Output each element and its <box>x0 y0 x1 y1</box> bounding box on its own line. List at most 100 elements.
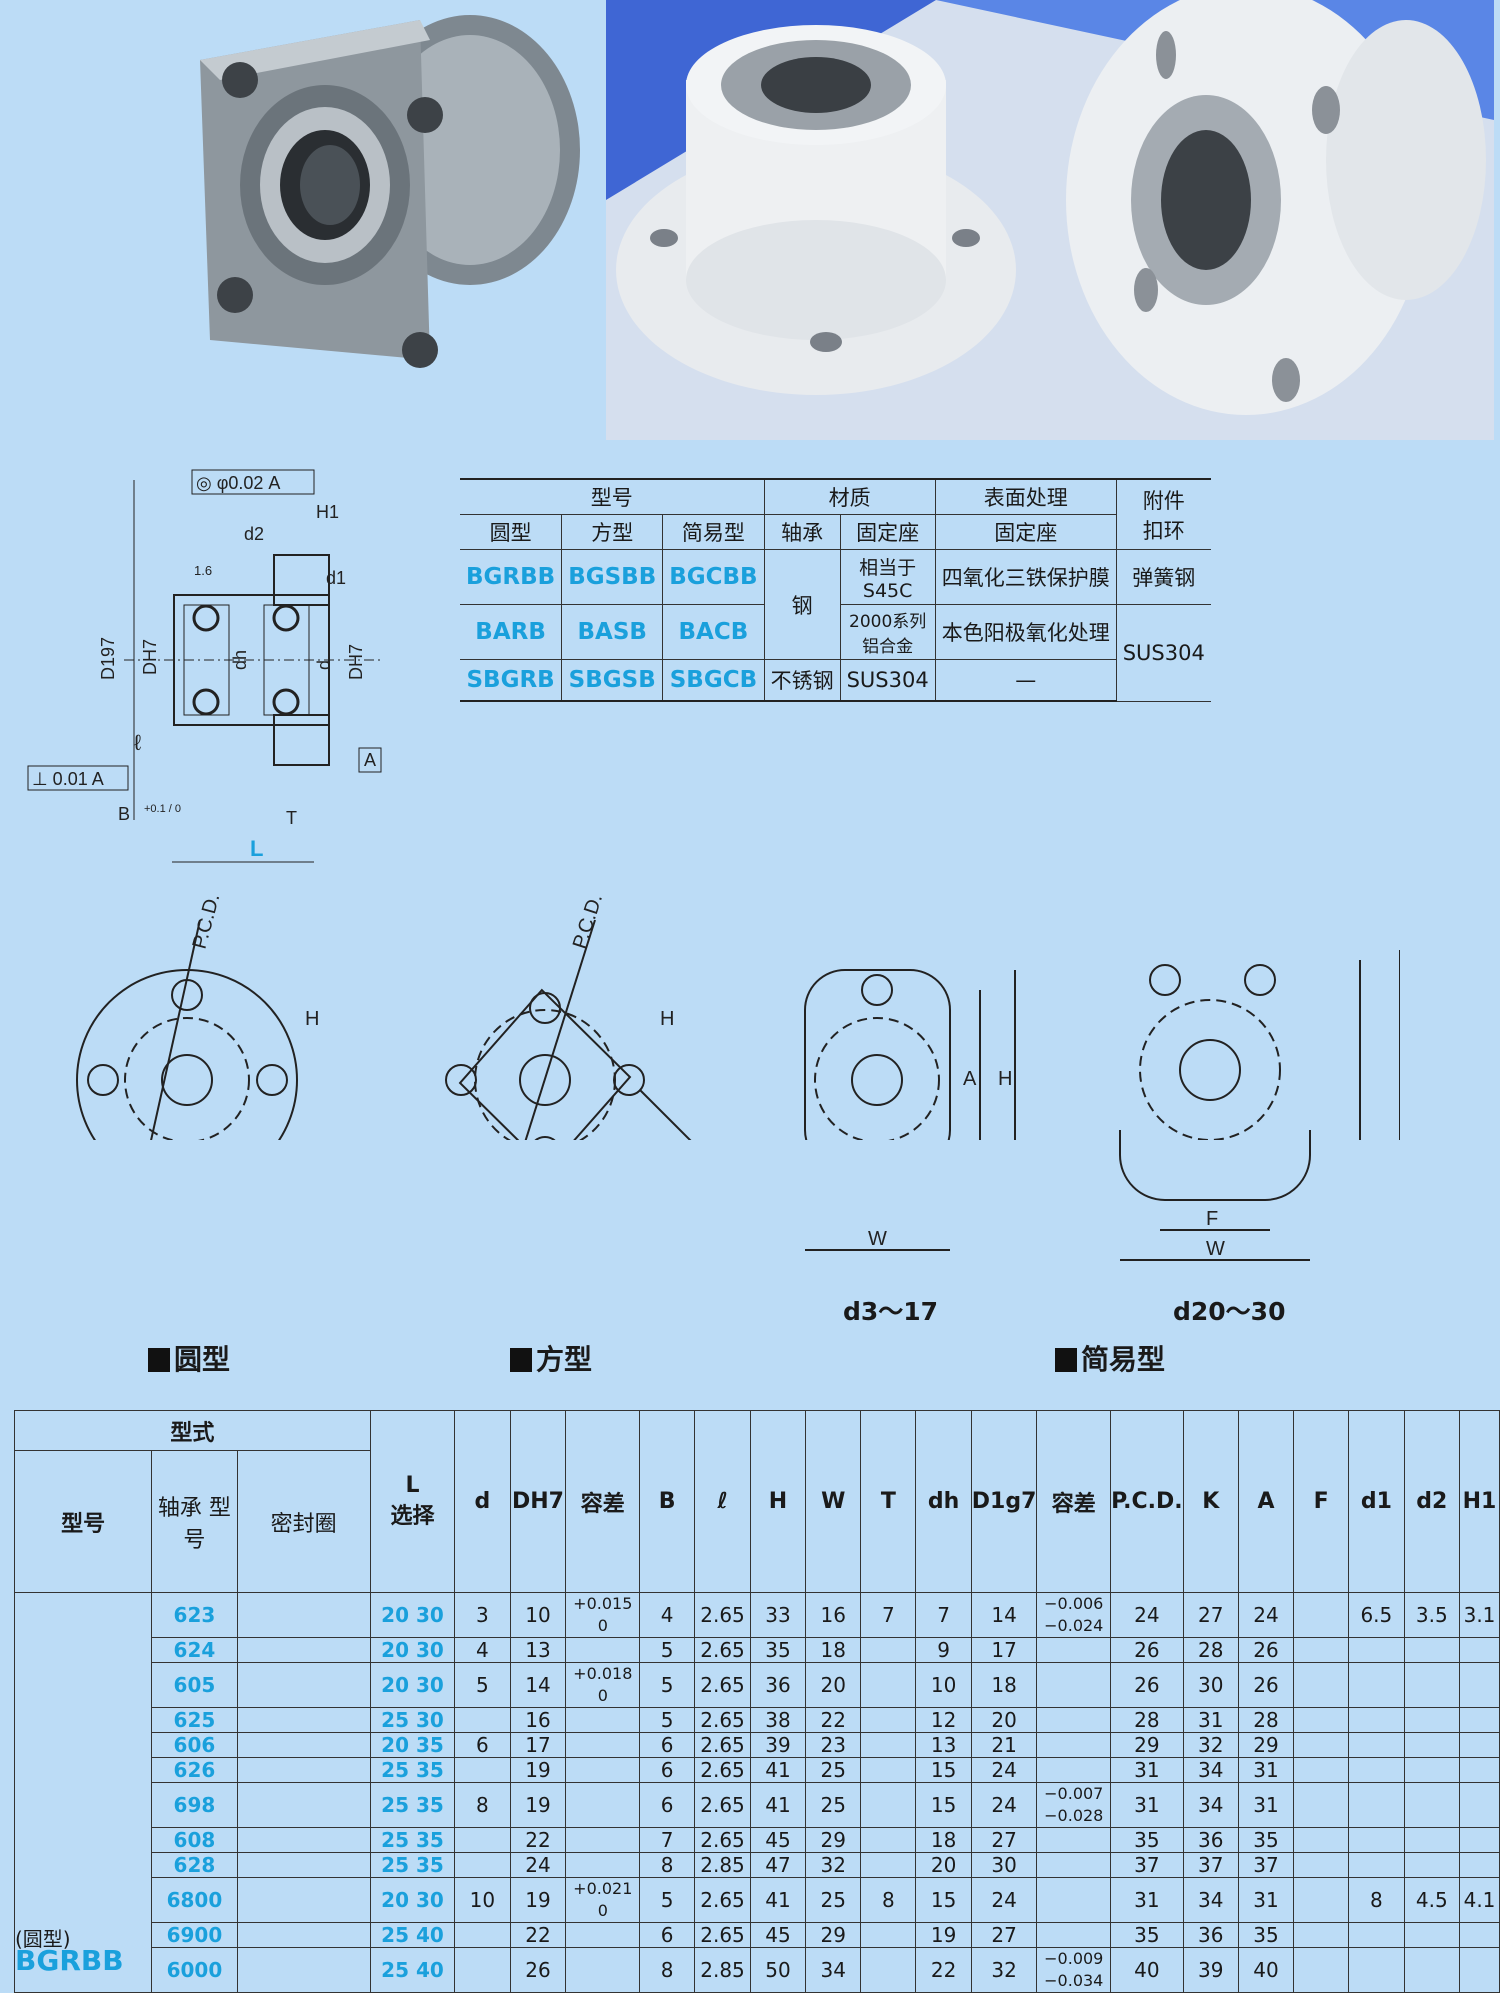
d2-label: d2 <box>244 524 264 544</box>
cell-ell: 2.85 <box>694 1852 751 1878</box>
b-tolerance-label: +0.1 / 0 <box>144 803 181 815</box>
cell-bearing[interactable]: 6000 <box>151 1947 238 1993</box>
cell-k: 28 <box>1182 1637 1239 1663</box>
cell-w: 20 <box>805 1662 862 1708</box>
cell-seal <box>236 1662 371 1708</box>
cell-c1 <box>1348 1922 1405 1948</box>
cell-tol <box>565 1827 641 1853</box>
cell-bearing[interactable]: 623 <box>151 1592 238 1638</box>
section-square: 方型 <box>510 1338 592 1378</box>
a-label-small: A <box>963 1068 977 1090</box>
cell-l[interactable]: 25 30 <box>369 1707 456 1733</box>
cell-l[interactable]: 20 30 <box>369 1637 456 1663</box>
cell-c3 <box>1459 1782 1500 1828</box>
cell-h: 33 <box>749 1592 807 1638</box>
cell-f <box>1293 1782 1350 1828</box>
h-label-round: H <box>305 1008 319 1030</box>
cell-h: 35 <box>749 1637 807 1663</box>
code-bacb[interactable]: BACB <box>662 604 765 660</box>
cell-tol <box>565 1637 641 1663</box>
cell-dh: 10 <box>915 1662 972 1708</box>
cell-l[interactable]: 25 40 <box>369 1922 456 1948</box>
code-sbgcb[interactable]: SBGCB <box>662 659 765 702</box>
cell-bearing[interactable]: 625 <box>151 1707 238 1733</box>
cell-d: 5 <box>454 1662 511 1708</box>
code-basb[interactable]: BASB <box>561 604 664 660</box>
cell-bearing[interactable]: 624 <box>151 1637 238 1663</box>
cell-bearing[interactable]: 605 <box>151 1662 238 1708</box>
cell-a: 31 <box>1237 1782 1295 1828</box>
cell-l[interactable]: 20 30 <box>369 1662 456 1708</box>
cell-tol2 <box>1036 1827 1112 1853</box>
cell-l[interactable]: 25 40 <box>369 1947 456 1993</box>
cell-t <box>860 1757 917 1783</box>
code-sbgrb[interactable]: SBGRB <box>460 659 563 702</box>
cell-bearing[interactable]: 698 <box>151 1782 238 1828</box>
dh7-right-label: DH7 <box>346 644 366 680</box>
cell-d1: 24 <box>970 1757 1038 1783</box>
pcd-label-round: P.C.D. <box>189 891 225 951</box>
code-bgrbb[interactable]: BGRBB <box>460 549 563 605</box>
d-label: d <box>314 660 334 670</box>
code-bgsbb[interactable]: BGSBB <box>561 549 664 605</box>
cell-tol: +0.018 0 <box>565 1662 641 1708</box>
cell-t <box>860 1922 917 1948</box>
cell-bearing[interactable]: 606 <box>151 1732 238 1758</box>
cell-t <box>860 1947 917 1993</box>
cell-tol <box>565 1922 641 1948</box>
cell-c3: 4.1 <box>1459 1877 1500 1923</box>
w-label-large: W <box>1206 1238 1225 1260</box>
cell-l[interactable]: 20 30 <box>369 1877 456 1923</box>
tolerance-header: 容差 <box>565 1410 641 1593</box>
cell-l[interactable]: 20 35 <box>369 1732 456 1758</box>
cell-l[interactable]: 25 35 <box>369 1757 456 1783</box>
cell-a: 29 <box>1237 1732 1295 1758</box>
code-sbgsb[interactable]: SBGSB <box>561 659 664 702</box>
square-flange-bearing-photo <box>180 0 600 400</box>
cell-tol2 <box>1036 1662 1112 1708</box>
cell-w: 25 <box>805 1782 862 1828</box>
cell-bearing[interactable]: 628 <box>151 1852 238 1878</box>
cell-d1: 24 <box>970 1782 1038 1828</box>
cell-t <box>860 1637 917 1663</box>
cell-seal <box>236 1947 371 1993</box>
b-header: B <box>639 1410 696 1593</box>
cell-bearing[interactable]: 626 <box>151 1757 238 1783</box>
cell-c1 <box>1348 1637 1405 1663</box>
code-barb[interactable]: BARB <box>460 604 563 660</box>
cell-b: 4 <box>639 1592 696 1638</box>
d1-label: d1 <box>326 568 346 588</box>
bearing-col-header: 轴承 型号 <box>151 1450 238 1593</box>
cell-bearing[interactable]: 6800 <box>151 1877 238 1923</box>
cell-b: 5 <box>639 1707 696 1733</box>
cell-pcd: 40 <box>1110 1947 1184 1993</box>
cell-w: 34 <box>805 1947 862 1993</box>
cell-l[interactable]: 25 35 <box>369 1782 456 1828</box>
cell-c2 <box>1403 1852 1461 1878</box>
cell-b: 6 <box>639 1782 696 1828</box>
cell-f <box>1293 1592 1350 1638</box>
h1-label: H1 <box>316 502 339 522</box>
cell-c2: 4.5 <box>1403 1877 1461 1923</box>
code-bgcbb[interactable]: BGCBB <box>662 549 765 605</box>
cell-dh7: 14 <box>509 1662 567 1708</box>
front-view-lower: W F W <box>805 1130 1311 1261</box>
material-s45c: 相当于 S45C <box>839 549 936 605</box>
cell-k: 36 <box>1182 1827 1239 1853</box>
cell-bearing[interactable]: 6900 <box>151 1922 238 1948</box>
cell-l[interactable]: 20 30 <box>369 1592 456 1638</box>
cell-d: 6 <box>454 1732 511 1758</box>
cell-l[interactable]: 25 35 <box>369 1852 456 1878</box>
cell-k: 39 <box>1182 1947 1239 1993</box>
cell-l[interactable]: 25 35 <box>369 1827 456 1853</box>
l-label: L <box>250 836 263 861</box>
cell-dh: 7 <box>915 1592 972 1638</box>
type-code[interactable]: BGRBB <box>15 1944 124 1977</box>
cell-bearing[interactable]: 608 <box>151 1827 238 1853</box>
cell-c3 <box>1459 1947 1500 1993</box>
cell-dh7: 16 <box>509 1707 567 1733</box>
cell-tol2 <box>1036 1757 1112 1783</box>
cell-h: 38 <box>749 1707 807 1733</box>
